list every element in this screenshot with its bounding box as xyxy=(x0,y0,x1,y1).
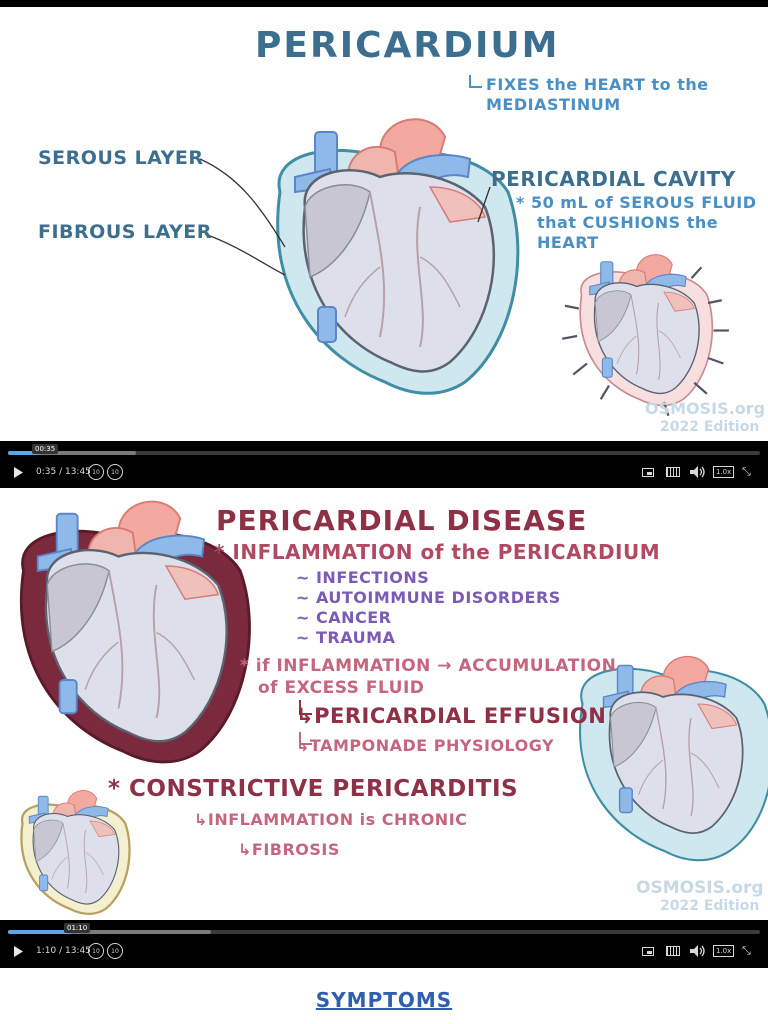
video-player-controls: 01:10 1:10 / 13:45 10 10 1.0x ⤡ xyxy=(0,920,768,968)
transcript-icon[interactable] xyxy=(666,467,680,477)
tamponade-physiology: ↳TAMPONADE PHYSIOLOGY xyxy=(296,736,555,755)
timecode: 0:35 / 13:45 xyxy=(36,467,91,477)
excess-fluid-line: of EXCESS FLUID xyxy=(258,678,425,698)
top-edge xyxy=(0,0,768,7)
fibrous-layer-label: FIBROUS LAYER xyxy=(38,221,212,243)
inflammation-heading: * INFLAMMATION of the PERICARDIUM xyxy=(214,540,661,564)
video-frame-pericardium[interactable]: PERICARDIUM FIXES the HEART to the MEDIA… xyxy=(0,7,768,441)
playback-speed-button[interactable]: 1.0x xyxy=(713,945,735,957)
cavity-note-line-3: HEART xyxy=(537,233,599,252)
fixes-heart-line-1: FIXES the HEART to the xyxy=(486,75,709,94)
video-frame-pericardial-disease[interactable]: PERICARDIAL DISEASE * INFLAMMATION of th… xyxy=(0,488,768,920)
constrictive-pericarditis: * CONSTRICTIVE PERICARDITIS xyxy=(108,776,519,802)
played-bar xyxy=(8,451,41,455)
cavity-note-line-2: that CUSHIONS the xyxy=(537,213,719,232)
cause-infections: ~ INFECTIONS xyxy=(296,568,430,587)
cavity-note-line-1: * 50 mL of SEROUS FLUID xyxy=(516,193,757,212)
fullscreen-exit-icon[interactable]: ⤡ xyxy=(742,944,751,957)
volume-icon[interactable] xyxy=(690,943,706,959)
fibrosis: ↳FIBROSIS xyxy=(238,840,340,859)
play-icon xyxy=(14,945,23,957)
video-player-controls: 00:35 0:35 / 13:45 10 10 1.0x ⤡ xyxy=(0,441,768,488)
playback-speed-button[interactable]: 1.0x xyxy=(713,466,735,478)
edition-watermark: 2022 Edition xyxy=(660,898,760,914)
slide-title: PERICARDIAL DISEASE xyxy=(216,504,588,537)
timecode: 1:10 / 13:45 xyxy=(36,946,91,956)
play-icon xyxy=(14,466,23,478)
cause-trauma: ~ TRAUMA xyxy=(296,628,396,647)
edition-watermark: 2022 Edition xyxy=(660,419,760,435)
fixes-heart-line-2: MEDIASTINUM xyxy=(486,95,621,114)
progress-tooltip: 00:35 xyxy=(32,444,59,454)
volume-icon[interactable] xyxy=(690,464,706,480)
played-bar xyxy=(8,930,72,934)
serous-layer-label: SEROUS LAYER xyxy=(38,147,204,169)
cause-autoimmune: ~ AUTOIMMUNE DISORDERS xyxy=(296,588,561,607)
inflammation-chronic: ↳INFLAMMATION is CHRONIC xyxy=(194,810,468,829)
picture-in-picture-icon[interactable] xyxy=(642,468,654,477)
progress-bar[interactable]: 01:10 xyxy=(8,923,760,934)
progress-bar[interactable]: 00:35 xyxy=(8,444,760,455)
progress-tooltip: 01:10 xyxy=(64,923,91,933)
pericardial-disease-illustration xyxy=(19,500,768,915)
rewind-10-button[interactable]: 10 xyxy=(88,943,104,959)
pericardium-illustration xyxy=(199,75,729,417)
accumulation-line: * if INFLAMMATION → ACCUMULATION xyxy=(240,656,617,676)
pericardial-effusion: ↳PERICARDIAL EFFUSION xyxy=(296,704,607,728)
picture-in-picture-icon[interactable] xyxy=(642,947,654,956)
osmosis-watermark: OSMOSIS.org xyxy=(636,878,764,898)
forward-10-button[interactable]: 10 xyxy=(107,943,123,959)
rewind-10-button[interactable]: 10 xyxy=(88,464,104,480)
transcript-icon[interactable] xyxy=(666,946,680,956)
pericardial-cavity-label: PERICARDIAL CAVITY xyxy=(491,167,736,191)
buffered-bar xyxy=(8,451,136,455)
slide-title: PERICARDIUM xyxy=(255,25,560,66)
cause-cancer: ~ CANCER xyxy=(296,608,392,627)
symptoms-section-link[interactable]: SYMPTOMS xyxy=(315,988,453,1012)
play-button[interactable] xyxy=(14,464,26,480)
osmosis-watermark: OSMOSIS.org xyxy=(645,399,766,418)
buffered-bar xyxy=(8,930,212,934)
play-button[interactable] xyxy=(14,943,26,959)
forward-10-button[interactable]: 10 xyxy=(107,464,123,480)
fullscreen-exit-icon[interactable]: ⤡ xyxy=(742,465,751,478)
